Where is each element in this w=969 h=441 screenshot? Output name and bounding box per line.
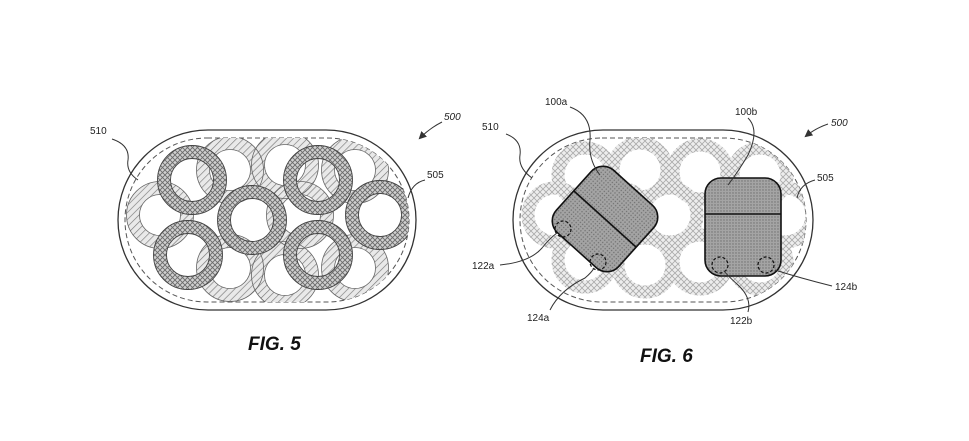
fig6-leader-122a	[499, 232, 558, 266]
fig6-label-124a: 124a	[527, 313, 550, 324]
fig6-label-100b: 100b	[735, 107, 758, 118]
fig6-arrow-500	[804, 123, 829, 138]
fig6-caption: FIG. 6	[640, 346, 693, 367]
fig6-leader-505	[796, 179, 816, 199]
fig6-leader-100b	[727, 117, 755, 186]
fig6-label-124b: 124b	[835, 282, 858, 293]
fig6-device-100a	[551, 165, 659, 273]
fig6-label-122b: 122b	[730, 316, 753, 327]
fig6-leader-510	[505, 133, 533, 179]
fig5-caption: FIG. 5	[248, 334, 301, 355]
fig6-label-510: 510	[482, 122, 499, 133]
fig6-label-500: 500	[831, 118, 848, 129]
fig5-leader-510	[111, 138, 139, 181]
fig6-label-505: 505	[817, 173, 834, 184]
fig6-label-122a: 122a	[472, 261, 495, 272]
fig6-sensor-124b	[757, 256, 775, 274]
fig6-drawing: 510 100a 100b 505 500 122a 124a 122b 124…	[472, 97, 858, 367]
fig5-arrow-500	[418, 121, 443, 140]
fig6-sensor-124a	[589, 253, 607, 271]
fig5-drawing: 510 505 500 FIG. 5	[90, 112, 461, 355]
fig6-leader-122b	[723, 270, 750, 313]
fig5-leader-505	[407, 179, 426, 199]
fig5-label-500: 500	[444, 112, 461, 123]
fig5-label-505: 505	[427, 170, 444, 181]
fig6-device-100b	[704, 177, 782, 277]
fig6-sensor-122a	[554, 220, 572, 238]
fig6-leader-100a	[569, 106, 601, 176]
fig5-ring-bundle	[126, 138, 409, 302]
fig6-sensor-122b	[711, 256, 729, 274]
fig5-label-510: 510	[90, 126, 107, 137]
fig5-front-rings	[153, 145, 409, 290]
fig6-label-100a: 100a	[545, 97, 568, 108]
fig6-leader-124a	[549, 267, 595, 311]
fig6-leader-124b	[774, 269, 833, 287]
